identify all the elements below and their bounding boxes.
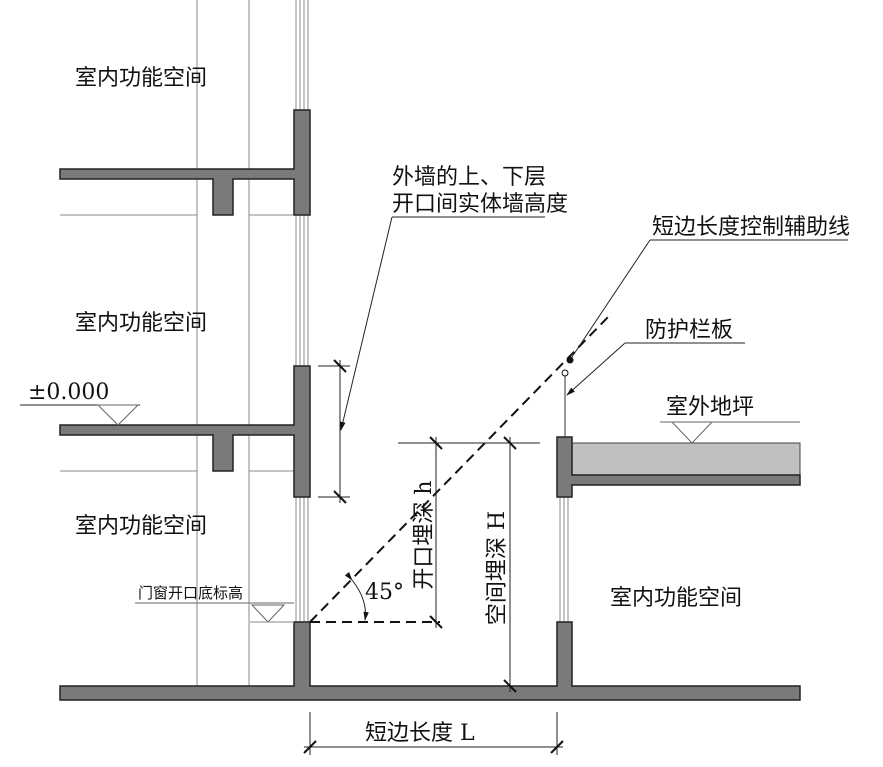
label-short-side: 短边长度 L bbox=[365, 721, 475, 746]
label-space-depth: 空间埋深 H bbox=[485, 511, 510, 625]
label-opening-bottom: 门窗开口底标高 bbox=[138, 584, 243, 602]
label-aux-line: 短边长度控制辅助线 bbox=[652, 215, 850, 240]
label-wall-height-1: 外墙的上、下层 bbox=[392, 165, 546, 190]
aux-line-45 bbox=[309, 312, 613, 623]
leader-aux-line bbox=[571, 239, 651, 358]
label-indoor-space-right: 室内功能空间 bbox=[610, 586, 742, 611]
leader-guard bbox=[566, 342, 626, 396]
outdoor-soil bbox=[571, 442, 801, 476]
column-lines bbox=[60, 0, 294, 688]
angle-arc bbox=[344, 571, 369, 621]
dimension-h bbox=[398, 436, 540, 629]
label-opening-depth: 开口埋深 h bbox=[412, 480, 437, 589]
elevation-zero-marker bbox=[20, 404, 140, 426]
leader-wall-height bbox=[340, 216, 393, 431]
label-elevation-zero: ±0.000 bbox=[28, 380, 109, 405]
label-outdoor-ground: 室外地坪 bbox=[666, 395, 754, 420]
label-angle: 45° bbox=[365, 580, 404, 605]
dimension-L bbox=[303, 712, 564, 755]
aux-point bbox=[566, 356, 574, 364]
label-indoor-space-top: 室内功能空间 bbox=[75, 66, 207, 91]
label-wall-height-2: 开口间实体墙高度 bbox=[392, 192, 568, 217]
label-indoor-space-bottom: 室内功能空间 bbox=[75, 514, 207, 539]
label-indoor-space-middle: 室内功能空间 bbox=[75, 311, 207, 336]
outdoor-ground-marker bbox=[660, 421, 800, 444]
dimension-H bbox=[503, 436, 517, 693]
rail-top bbox=[561, 369, 569, 377]
label-guard-panel: 防护栏板 bbox=[645, 318, 733, 343]
window-glazing-right bbox=[559, 497, 569, 622]
window-glazing-left bbox=[295, 0, 309, 622]
dimension-wall-height bbox=[318, 359, 350, 504]
opening-bottom-marker bbox=[135, 602, 294, 623]
